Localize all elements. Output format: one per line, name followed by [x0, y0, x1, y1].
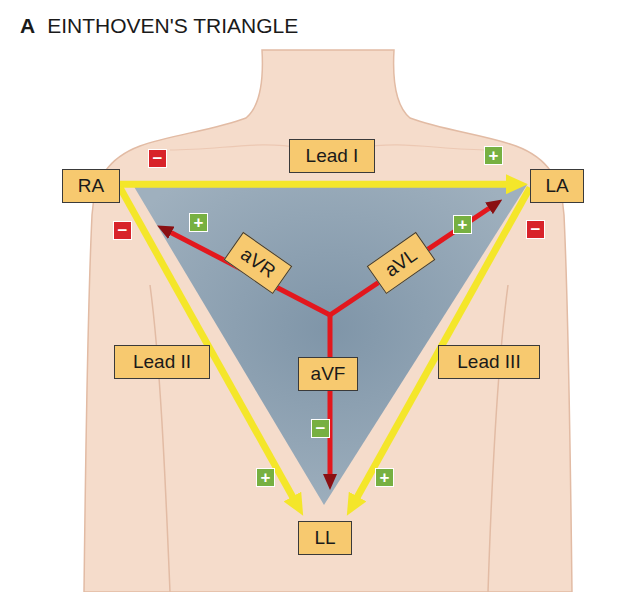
- electrode-label: RA: [62, 169, 120, 203]
- figure-title: EINTHOVEN'S TRIANGLE: [47, 14, 298, 38]
- label-text: LA: [538, 175, 576, 197]
- label-text: aVF: [306, 363, 350, 385]
- polarity-sign: +: [375, 468, 394, 487]
- polarity-sign: −: [311, 419, 330, 438]
- label-text: Lead III: [446, 351, 532, 373]
- label-text: LL: [306, 527, 344, 549]
- polarity-sign: +: [256, 468, 275, 487]
- augmented-lead-label: aVF: [298, 357, 358, 391]
- polarity-sign: −: [526, 220, 545, 239]
- electrode-label: LA: [530, 169, 584, 203]
- torso: [84, 50, 572, 592]
- clavicle: [360, 145, 490, 150]
- lead-arrow: [120, 181, 514, 188]
- lead-label: Lead III: [438, 345, 540, 379]
- electrode-label: LL: [298, 521, 352, 555]
- augmented-lead-label: aVL: [367, 232, 436, 294]
- augmented-lead-label: aVR: [224, 232, 293, 294]
- panel-letter: A: [20, 14, 35, 38]
- arm-crease: [488, 285, 508, 592]
- avr-vector: [166, 230, 330, 315]
- label-text: RA: [70, 175, 112, 197]
- label-text: aVL: [377, 241, 426, 284]
- label-text: Lead II: [122, 351, 202, 373]
- polarity-sign: −: [148, 149, 167, 168]
- label-text: Lead I: [297, 145, 367, 167]
- lead-label: Lead I: [289, 139, 375, 173]
- polarity-sign: +: [453, 215, 472, 234]
- avf-vector: [328, 312, 333, 480]
- lead-label: Lead II: [114, 345, 210, 379]
- arm-crease: [150, 285, 170, 592]
- label-text: aVR: [234, 241, 283, 284]
- polarity-sign: +: [484, 146, 503, 165]
- polarity-sign: −: [113, 221, 132, 240]
- polarity-sign: +: [189, 213, 208, 232]
- clavicle: [170, 145, 300, 150]
